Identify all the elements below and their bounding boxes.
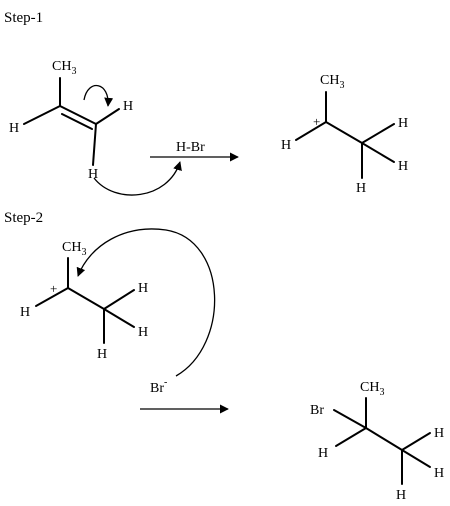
bromide-attack-curly-arrow — [76, 228, 216, 377]
step2-cation-c-c-bond — [67, 287, 105, 310]
step2-cation-h-top: H — [138, 281, 148, 296]
hbr-reagent-label: H-Br — [176, 140, 205, 155]
product-br-label: Br — [310, 403, 324, 418]
carbocation-h-top-bond — [361, 123, 395, 144]
product-h-left-bond — [335, 427, 367, 447]
carbocation-h-bottom: H — [356, 181, 366, 196]
product-h-right: H — [434, 466, 444, 481]
propene-h-bottom: H — [88, 167, 98, 182]
propene-h-right: H — [123, 99, 133, 114]
h-br-curly-arrow — [93, 161, 182, 196]
product-c-c-bond — [365, 427, 403, 451]
product-h-top: H — [434, 426, 444, 441]
propene-double-bond-outer — [59, 105, 97, 125]
carbocation-c-c-bond — [325, 121, 363, 144]
product-methyl-label: CH3 — [360, 380, 384, 398]
product-h-bottom: H — [396, 488, 406, 503]
propene-h-left: H — [9, 121, 19, 136]
product-c-br-bond — [333, 409, 367, 429]
carbocation-h-right: H — [398, 159, 408, 174]
carbocation-h-left-bond — [295, 121, 327, 141]
step2-cation-methyl-label: CH3 — [62, 240, 86, 258]
step2-cation-charge: + — [50, 281, 57, 296]
carbocation-methyl-label: CH3 — [320, 73, 344, 91]
step2-cation-h-bottom: H — [97, 347, 107, 362]
step2-cation-h-top-bond — [103, 289, 135, 310]
product-h-right-bond — [401, 449, 431, 468]
propene-h-right-bond — [95, 108, 120, 125]
carbocation-h-left: H — [281, 138, 291, 153]
product-h-top-bond — [401, 432, 431, 451]
step2-cation-h-left: H — [20, 305, 30, 320]
step2-cation-h-right: H — [138, 325, 148, 340]
carbocation-h-top: H — [398, 116, 408, 131]
double-bond-curly-arrow — [83, 84, 114, 107]
carbocation-h-right-bond — [361, 142, 395, 163]
carbocation-product: CH3 + H H H H — [281, 73, 408, 196]
step2-cation-h-right-bond — [103, 308, 135, 328]
propene-reactant: CH3 H H H — [9, 59, 133, 182]
bromopropane-product: CH3 Br H H H H — [310, 380, 444, 503]
propene-h-bottom-bond — [92, 123, 97, 166]
step-1-label: Step-1 — [4, 10, 43, 26]
product-h-left: H — [318, 446, 328, 461]
bromide-ion-label: Br- — [150, 377, 167, 396]
step-2-carbocation: CH3 + H H H H — [20, 240, 148, 362]
carbocation-charge: + — [313, 114, 320, 129]
step-2-label: Step-2 — [4, 210, 43, 226]
step2-cation-h-left-bond — [35, 287, 69, 307]
propene-methyl-label: CH3 — [52, 59, 76, 77]
propene-double-bond-inner — [61, 113, 93, 130]
propene-h-left-bond — [23, 105, 61, 125]
